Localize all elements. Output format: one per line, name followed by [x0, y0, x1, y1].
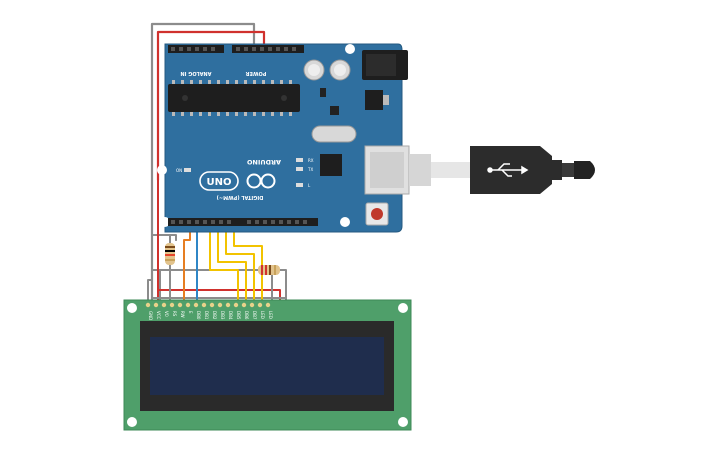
board-model: UNO: [207, 177, 232, 188]
led-l-label: L: [308, 183, 311, 188]
led-tx-label: TX: [307, 167, 313, 172]
lcd-pin-label: DB6: [244, 311, 249, 320]
lcd-pin-label: DB5: [236, 311, 241, 320]
lcd-pin-label: DB4: [228, 311, 233, 320]
usb-interface-chip: [320, 154, 342, 176]
lcd-pin-labels: GND VCC VO RS RW E DB0 DB1 DB2 DB3 DB4 D…: [148, 311, 273, 320]
digital-header[interactable]: [168, 218, 318, 226]
usb-cable[interactable]: [409, 146, 595, 194]
lcd-pin-label: GND: [148, 311, 153, 320]
crystal-oscillator: [311, 125, 357, 143]
lcd-pin-label: LED: [260, 311, 265, 319]
usb-icon: [487, 163, 529, 177]
led-tx: [296, 167, 303, 171]
analog-in-label: ANALOG IN: [180, 70, 211, 76]
wire-5v-top[interactable]: [156, 30, 266, 182]
led-on-label: ON: [176, 168, 182, 173]
lcd-pin-label: VCC: [156, 311, 161, 320]
wire-gnd-top[interactable]: [150, 22, 256, 304]
led-on: [184, 168, 191, 172]
lcd-module[interactable]: GND VCC VO RS RW E DB0 DB1 DB2 DB3 DB4 D…: [123, 299, 412, 431]
led-l: [296, 183, 303, 187]
resistor-backlight[interactable]: [258, 265, 280, 275]
lcd-pin-pads[interactable]: [145, 302, 271, 308]
resistor-contrast[interactable]: [165, 236, 175, 270]
lcd-pin-label: DB0: [196, 311, 201, 320]
arduino-board[interactable]: ANALOG IN POWER ON R: [157, 43, 410, 233]
lcd-pin-label: LED: [268, 311, 273, 319]
lcd-pin-label: E: [188, 311, 193, 314]
lcd-pin-label: DB1: [204, 311, 209, 320]
wires: [147, 22, 287, 304]
led-rx-label: RX: [308, 158, 314, 163]
wire-db5[interactable]: [217, 221, 247, 303]
digital-pwm-label: DIGITAL (PWM~): [217, 194, 264, 200]
wire-db4[interactable]: [209, 221, 239, 303]
brand-label: ARDUINO: [246, 158, 281, 166]
power-label: POWER: [246, 70, 267, 76]
lcd-pin-label: DB3: [220, 311, 225, 320]
voltage-regulator: [365, 90, 383, 110]
lcd-screen: [150, 337, 384, 395]
wire-gnd-rail-2[interactable]: [159, 269, 287, 303]
uno-logo: UNO ARDUINO: [199, 158, 281, 191]
lcd-pin-label: DB7: [252, 311, 257, 320]
wire-db6[interactable]: [225, 221, 255, 303]
lcd-pin-label: VO: [164, 311, 169, 317]
lcd-pin-label: RW: [180, 311, 185, 318]
lcd-pin-label: DB2: [212, 311, 217, 320]
lcd-pin-label: RS: [172, 311, 177, 317]
wire-lcd-vcc[interactable]: [157, 179, 281, 303]
led-rx: [296, 158, 303, 162]
microcontroller-chip: [168, 84, 300, 112]
